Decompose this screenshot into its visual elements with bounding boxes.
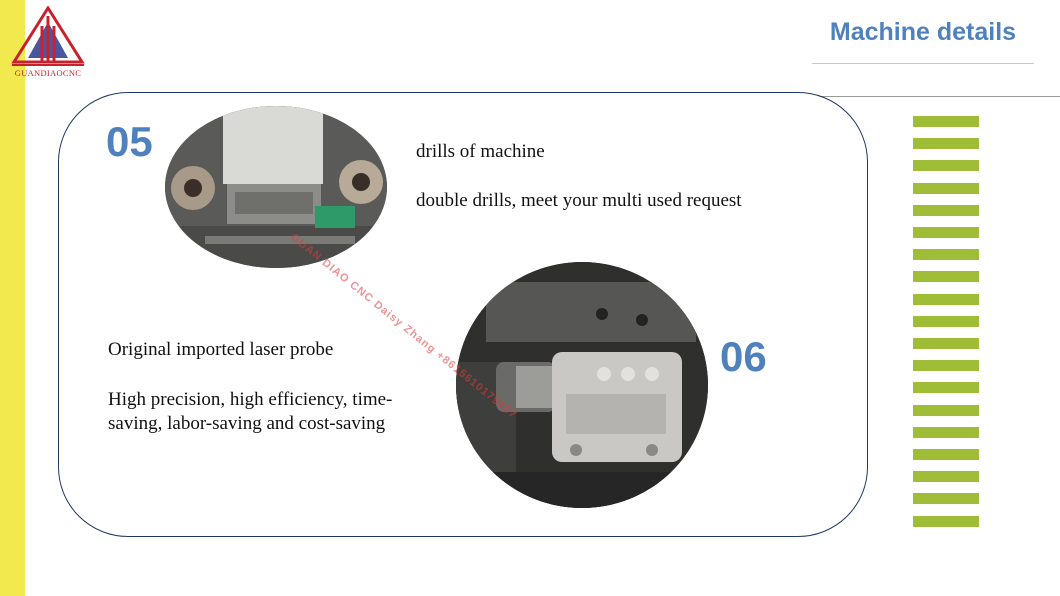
- logo-text: GUANDIAOCNC: [14, 68, 82, 78]
- stripe: [913, 471, 979, 483]
- left-accent-bar: [0, 0, 25, 596]
- title-underline: [812, 63, 1034, 64]
- stripe: [913, 116, 979, 127]
- drills-heading: drills of machine: [416, 141, 545, 162]
- item-number-06: 06: [720, 333, 767, 380]
- stripe: [913, 404, 979, 416]
- stripe: [913, 204, 979, 216]
- stripe: [913, 426, 979, 438]
- decorative-stripes: [913, 116, 979, 528]
- item-number-05: 05: [106, 118, 153, 165]
- stripe: [913, 515, 979, 527]
- company-logo: [8, 5, 88, 90]
- stripe: [913, 227, 979, 238]
- laser-probe-photo: [456, 262, 708, 508]
- stripe: [913, 271, 979, 283]
- logo-graphic: [11, 5, 85, 66]
- stripe: [913, 338, 979, 349]
- stripe: [913, 449, 979, 460]
- stripe: [913, 249, 979, 261]
- header-divider: [745, 96, 1060, 97]
- drills-description: double drills, meet your multi used requ…: [416, 190, 742, 211]
- stripe: [913, 160, 979, 172]
- stripe: [913, 182, 979, 194]
- stripe: [913, 493, 979, 505]
- stripe: [913, 382, 979, 394]
- laser-probe-heading: Original imported laser probe: [108, 339, 334, 360]
- stripe: [913, 293, 979, 305]
- stripe: [913, 315, 979, 327]
- page-title: Machine details: [829, 18, 1017, 46]
- stripe: [913, 360, 979, 372]
- stripe: [913, 138, 979, 150]
- laser-probe-description: High precision, high efficiency, time-sa…: [108, 389, 393, 434]
- drills-photo: [165, 106, 387, 268]
